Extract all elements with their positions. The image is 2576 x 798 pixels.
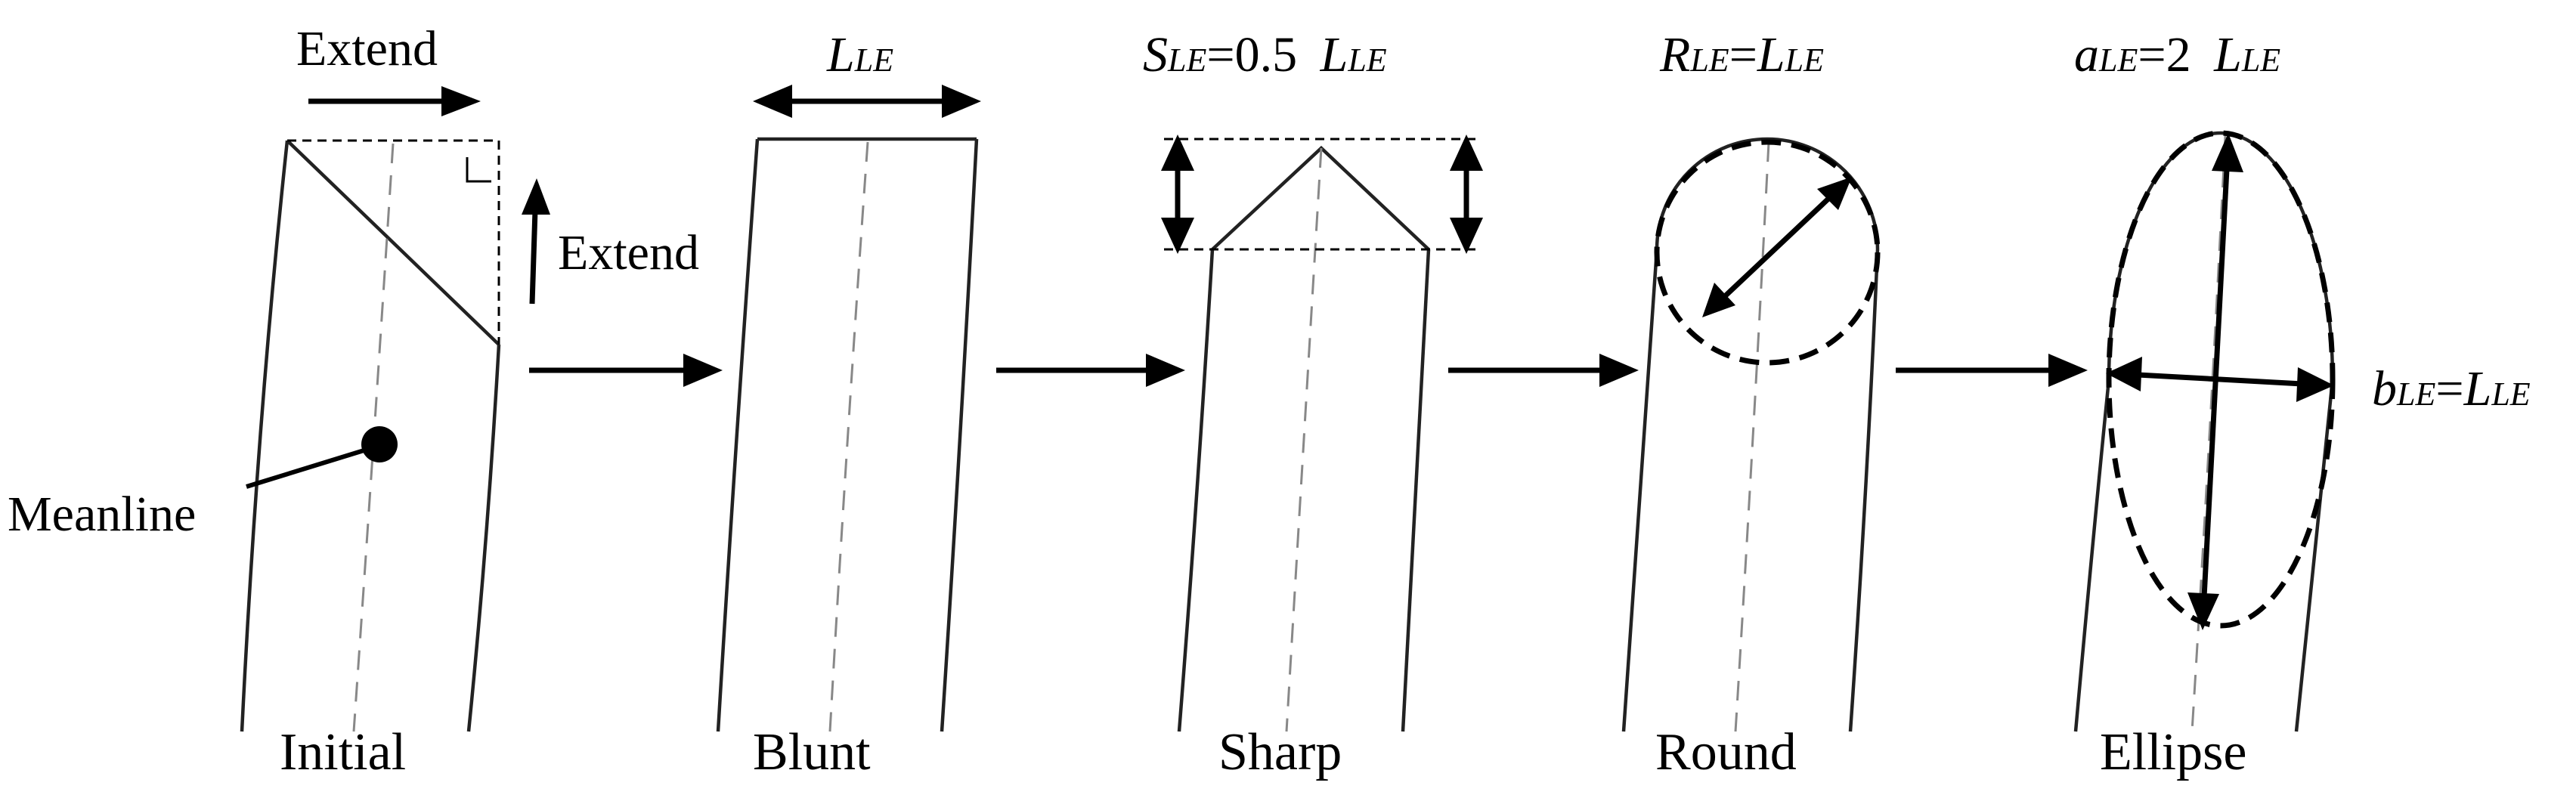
- round-dim-subscript: LE: [1689, 42, 1729, 79]
- initial-right-edge: [466, 344, 501, 732]
- ellipse-dim-b-symbol-2: L: [2463, 361, 2492, 416]
- ellipse-dim-a-equals: =2: [2138, 27, 2203, 82]
- blunt-dim-label: LLE: [826, 27, 893, 82]
- ellipse-major-axis-arrowhead-bottom: [2187, 592, 2219, 630]
- ellipse-dim-a-symbol-2: L: [2213, 27, 2242, 82]
- stage-ellipse: aLE=2 LLE bLE=LLE Ellipse: [2073, 27, 2531, 781]
- meanline-marker: [361, 426, 398, 462]
- ellipse-major-axis-arrowhead-top: [2212, 133, 2243, 172]
- right-angle-mark: [466, 157, 491, 183]
- sharp-dim-symbol-2: L: [1320, 27, 1348, 82]
- ellipse-dim-b-subscript: LE: [2396, 376, 2435, 413]
- extend-side-label: Extend: [558, 225, 699, 280]
- round-circle: [1654, 139, 1881, 366]
- initial-left-edge: [240, 140, 289, 732]
- round-dim-symbol-2: L: [1757, 27, 1785, 82]
- sharp-dim-equals: =0.5: [1206, 27, 1309, 82]
- ellipse-major-axis-arrow: [2201, 169, 2230, 598]
- ellipse-dim-a-label: aLE=2 LLE: [2074, 27, 2280, 82]
- ellipse-dim-b-subscript-2: LE: [2491, 376, 2530, 413]
- round-dim-subscript-2: LE: [1785, 42, 1824, 79]
- blunt-right-edge: [940, 138, 979, 732]
- round-dim-label: RLE=LLE: [1659, 27, 1824, 82]
- extend-top-label: Extend: [296, 21, 438, 76]
- round-profile: [1621, 137, 1880, 732]
- sharp-height-arrowhead-left-top: [1161, 135, 1194, 171]
- ellipse-minor-axis-arrowhead-right: [2296, 367, 2334, 402]
- blunt-meanline: [828, 141, 869, 732]
- ellipse-minor-axis-arrow: [2137, 372, 2303, 387]
- stage-label-round: Round: [1655, 723, 1797, 781]
- stage-label-initial: Initial: [280, 723, 406, 781]
- sharp-dim-subscript: LE: [1167, 42, 1206, 79]
- transition-arrowhead-4: [2048, 354, 2088, 387]
- sharp-dim-symbol: S: [1143, 27, 1168, 82]
- sharp-dim-subscript-2: LE: [1347, 42, 1386, 79]
- stage-blunt: LLE Blunt: [716, 27, 981, 781]
- extend-side-arrowhead: [522, 178, 550, 215]
- ellipse-dim-b-label: bLE=LLE: [2372, 361, 2531, 416]
- initial-extension-outline: [287, 139, 500, 345]
- round-radius-arrow: [1723, 196, 1831, 298]
- sharp-right-edge: [1401, 249, 1431, 732]
- blunt-dim-symbol: L: [826, 27, 855, 82]
- ellipse-dim-a-symbol: a: [2074, 27, 2099, 82]
- round-meanline: [1734, 141, 1770, 732]
- ellipse-dim-a-subscript: LE: [2098, 42, 2138, 79]
- blunt-left-edge: [716, 138, 760, 732]
- round-dim-symbol: R: [1659, 27, 1690, 82]
- extend-side-arrow: [529, 209, 538, 305]
- sharp-height-arrowhead-right-top: [1450, 135, 1483, 171]
- blunt-width-arrowhead-right: [942, 85, 981, 118]
- stage-round: RLE=LLE Round: [1621, 27, 1881, 781]
- meanline-leader: [246, 447, 370, 489]
- transition-arrowhead-1: [683, 354, 723, 387]
- ellipse-outline: [2106, 130, 2336, 629]
- ellipse-dim-b-symbol: b: [2372, 361, 2397, 416]
- blunt-width-arrowhead-left: [753, 85, 792, 118]
- initial-chamfer-edge: [286, 139, 500, 346]
- transition-arrowhead-3: [1599, 354, 1639, 387]
- ellipse-meanline: [2191, 135, 2227, 732]
- sharp-dim-label: SLE=0.5 LLE: [1143, 27, 1387, 82]
- sharp-height-arrowhead-right-bottom: [1450, 218, 1483, 254]
- round-radius-arrowhead-lower: [1702, 283, 1735, 317]
- stage-sharp: SLE=0.5 LLE Sharp: [1143, 27, 1483, 781]
- stage-label-blunt: Blunt: [753, 723, 871, 781]
- sharp-left-edge: [1177, 249, 1215, 732]
- ellipse-minor-axis-arrowhead-left: [2106, 357, 2142, 391]
- stage-label-sharp: Sharp: [1218, 723, 1342, 781]
- stage-label-ellipse: Ellipse: [2100, 723, 2246, 781]
- round-radius-arrowhead-upper: [1817, 177, 1852, 210]
- stage-initial: Extend Extend Meanline Initial: [8, 21, 699, 781]
- ellipse-dim-a-subscript-2: LE: [2241, 42, 2280, 79]
- ellipse-dim-b-equals: =: [2435, 361, 2463, 416]
- round-dim-equals: =: [1729, 27, 1757, 82]
- blunt-dim-subscript: LE: [854, 42, 893, 79]
- extend-top-arrowhead: [441, 86, 481, 116]
- ellipse-profile: [2073, 131, 2335, 732]
- sharp-meanline: [1285, 147, 1323, 732]
- sharp-height-arrowhead-left-bottom: [1161, 218, 1194, 254]
- meanline-label: Meanline: [8, 487, 196, 542]
- transition-arrowhead-2: [1146, 354, 1185, 387]
